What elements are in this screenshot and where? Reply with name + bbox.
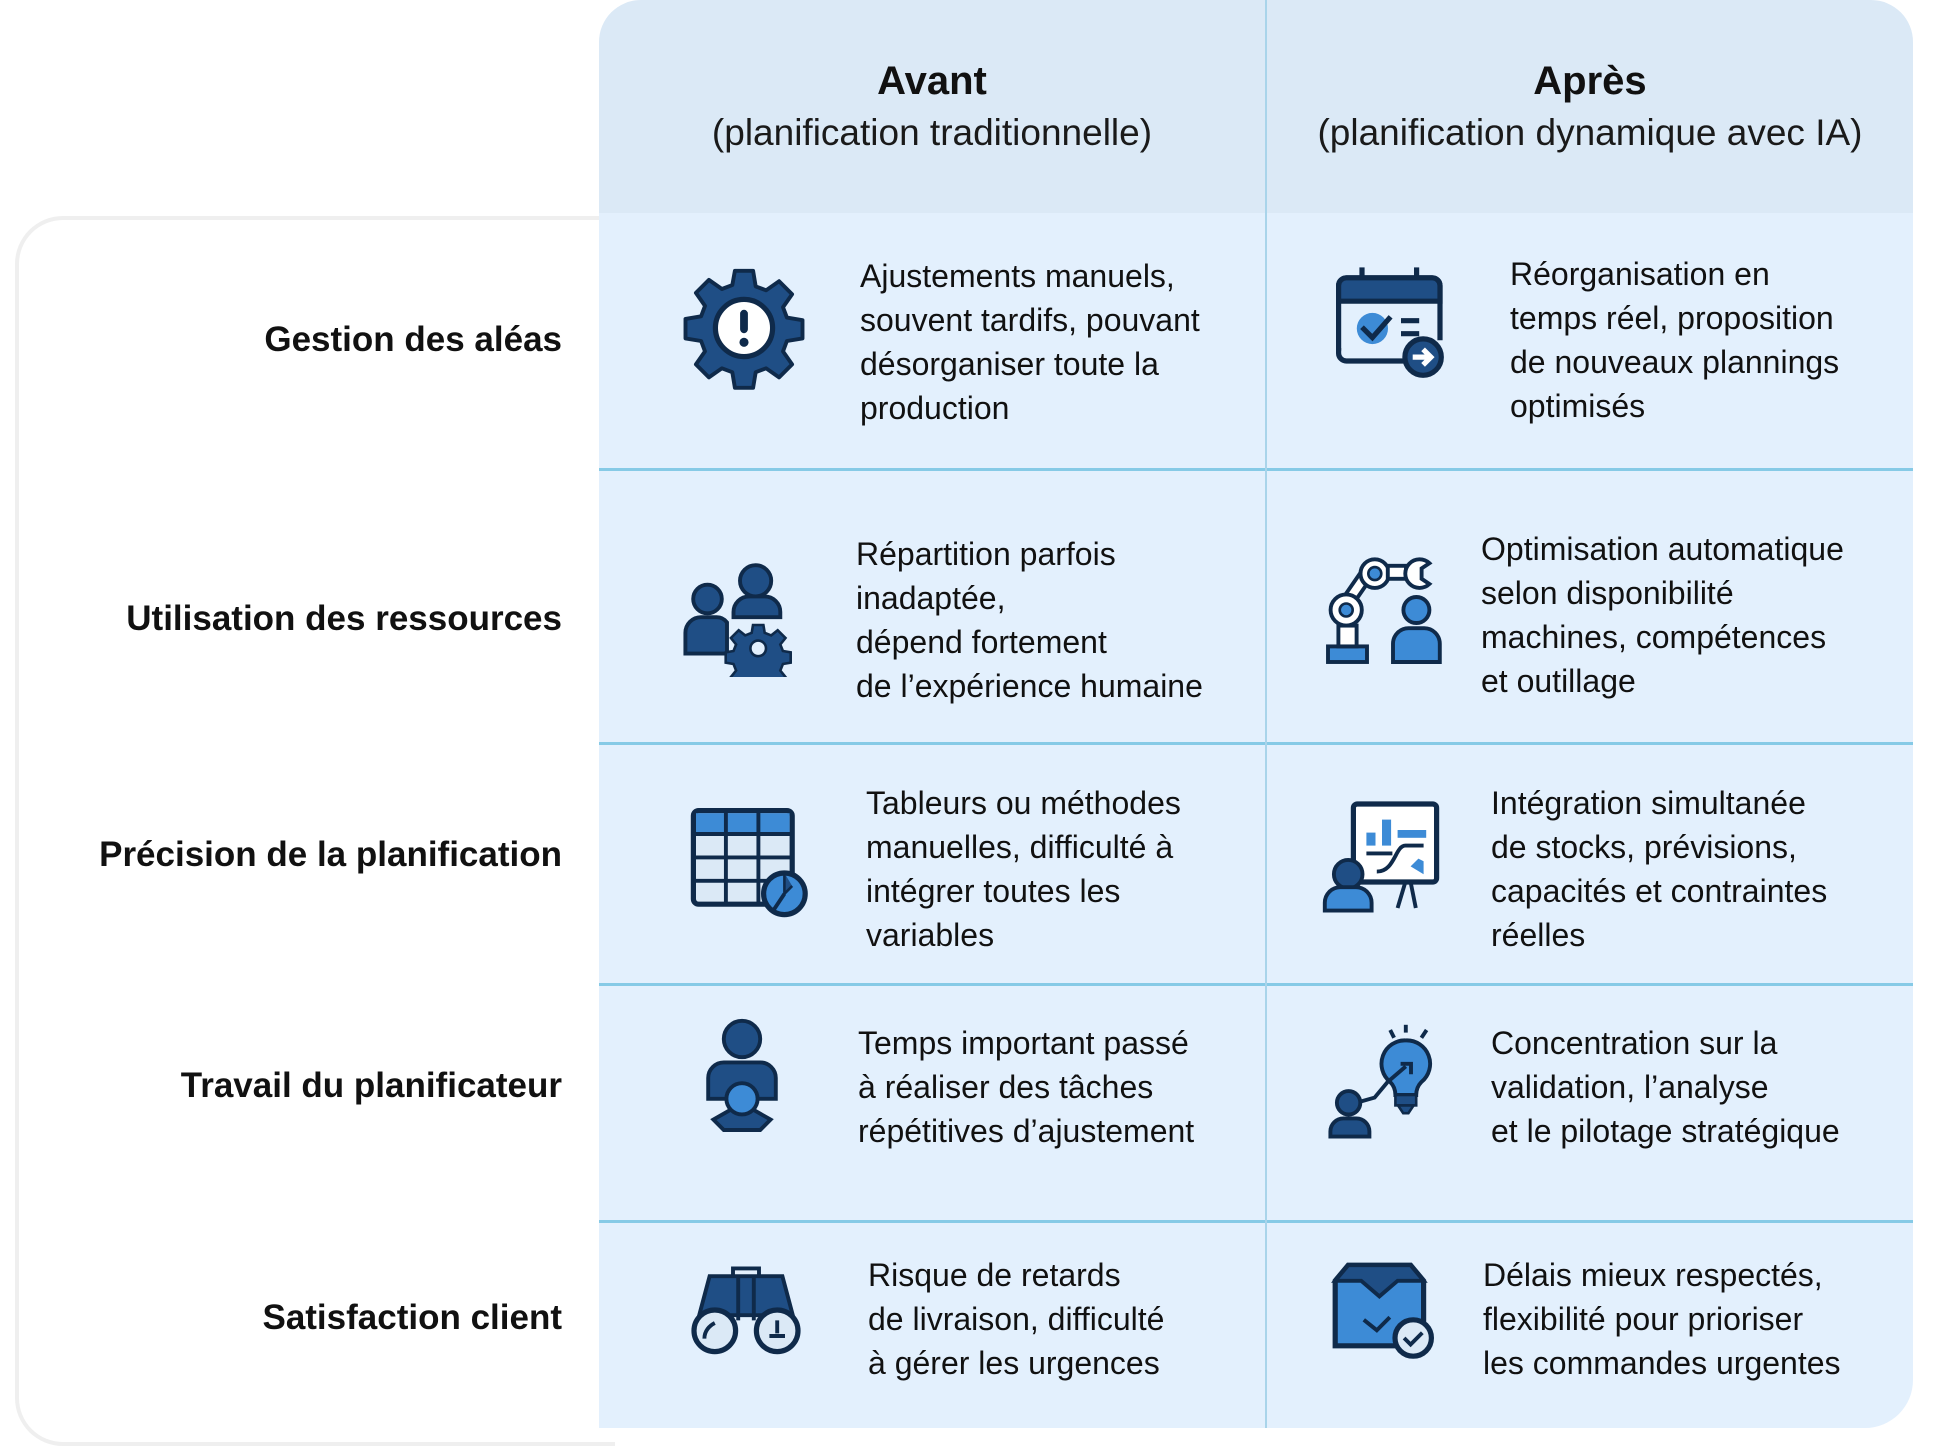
column-title: Avant: [877, 58, 987, 103]
text-line: inadaptée,: [856, 580, 1006, 616]
text-line: à gérer les urgences: [868, 1345, 1160, 1381]
before-cell-text: Tableurs ou méthodes manuelles, difficult…: [866, 781, 1181, 957]
text-line: manuelles, difficulté à: [866, 829, 1174, 865]
before-cell-text: Risque de retards de livraison, difficult…: [868, 1253, 1164, 1385]
spreadsheet-clock-icon: [683, 795, 813, 925]
after-cell-text: Optimisation automatique selon disponibil…: [1481, 527, 1844, 703]
text-line: Temps important passé: [858, 1025, 1189, 1061]
text-line: dépend fortement: [856, 624, 1107, 660]
column-header-band: [599, 0, 1913, 213]
text-line: et le pilotage stratégique: [1491, 1113, 1840, 1149]
column-divider: [1265, 0, 1267, 1428]
text-line: Concentration sur la: [1491, 1025, 1778, 1061]
person-computer-icon: [677, 1013, 807, 1143]
robot-arm-person-icon: [1315, 545, 1445, 675]
text-line: Ajustements manuels,: [860, 258, 1175, 294]
text-line: validation, l’analyse: [1491, 1069, 1769, 1105]
text-line: Délais mieux respectés,: [1483, 1257, 1823, 1293]
after-cell-text: Intégration simultanée de stocks, prévisi…: [1491, 781, 1827, 957]
row-label: Précision de la planification: [99, 835, 562, 874]
text-line: souvent tardifs, pouvant: [860, 302, 1200, 338]
text-line: et outillage: [1481, 663, 1636, 699]
after-cell-text: Concentration sur la validation, l’analys…: [1491, 1021, 1840, 1153]
row-divider: [599, 1220, 1913, 1223]
text-line: de stocks, prévisions,: [1491, 829, 1797, 865]
comparison-body: [599, 213, 1913, 1428]
text-line: Tableurs ou méthodes: [866, 785, 1181, 821]
text-line: machines, compétences: [1481, 619, 1827, 655]
text-line: production: [860, 390, 1010, 426]
column-header-after: Après (planification dynamique avec IA): [1267, 0, 1913, 213]
text-line: de nouveaux plannings: [1510, 344, 1840, 380]
column-header-before: Avant (planification traditionnelle): [599, 0, 1265, 213]
text-line: Intégration simultanée: [1491, 785, 1806, 821]
text-line: de l’expérience humaine: [856, 668, 1203, 704]
after-cell-text: Délais mieux respectés, flexibilité pour …: [1483, 1253, 1841, 1385]
row-divider: [599, 468, 1913, 471]
box-check-icon: [1317, 1247, 1447, 1377]
text-line: flexibilité pour prioriser: [1483, 1301, 1804, 1337]
before-cell-text: Répartition parfois inadaptée, dépend fort…: [856, 532, 1203, 708]
text-line: selon disponibilité: [1481, 575, 1734, 611]
text-line: optimisés: [1510, 388, 1646, 424]
person-lightbulb-icon: [1320, 1017, 1450, 1147]
users-gear-icon: [675, 547, 805, 677]
gear-alert-icon: [679, 263, 809, 393]
text-line: Risque de retards: [868, 1257, 1121, 1293]
text-line: capacités et contraintes: [1491, 873, 1828, 909]
row-label: Utilisation des ressources: [126, 599, 562, 638]
row-divider: [599, 742, 1913, 745]
row-labels-panel: [15, 216, 615, 1446]
text-line: Optimisation automatique: [1481, 531, 1844, 567]
row-label: Gestion des aléas: [264, 320, 562, 359]
text-line: désorganiser toute la: [860, 346, 1159, 382]
text-line: temps réel, proposition: [1510, 300, 1834, 336]
row-divider: [599, 983, 1913, 986]
before-cell-text: Ajustements manuels, souvent tardifs, pou…: [860, 254, 1200, 430]
text-line: de livraison, difficulté: [868, 1301, 1165, 1337]
calendar-check-arrow-icon: [1323, 257, 1453, 387]
text-line: réelles: [1491, 917, 1586, 953]
before-cell-text: Temps important passé à réaliser des tâch…: [858, 1021, 1194, 1153]
row-label: Satisfaction client: [262, 1298, 562, 1337]
text-line: Réorganisation en: [1510, 256, 1770, 292]
column-subtitle: (planification dynamique avec IA): [1317, 111, 1863, 153]
text-line: Répartition parfois: [856, 536, 1116, 572]
row-label: Travail du planificateur: [180, 1066, 562, 1105]
column-subtitle: (planification traditionnelle): [711, 111, 1153, 153]
text-line: variables: [866, 917, 995, 953]
text-line: répétitives d’ajustement: [858, 1113, 1195, 1149]
text-line: intégrer toutes les: [866, 873, 1121, 909]
presentation-board-icon: [1317, 791, 1447, 921]
after-cell-text: Réorganisation en temps réel, proposition…: [1510, 252, 1839, 428]
text-line: les commandes urgentes: [1483, 1345, 1841, 1381]
binoculars-icon: [681, 1245, 811, 1375]
text-line: à réaliser des tâches: [858, 1069, 1154, 1105]
column-title: Après: [1533, 58, 1647, 103]
